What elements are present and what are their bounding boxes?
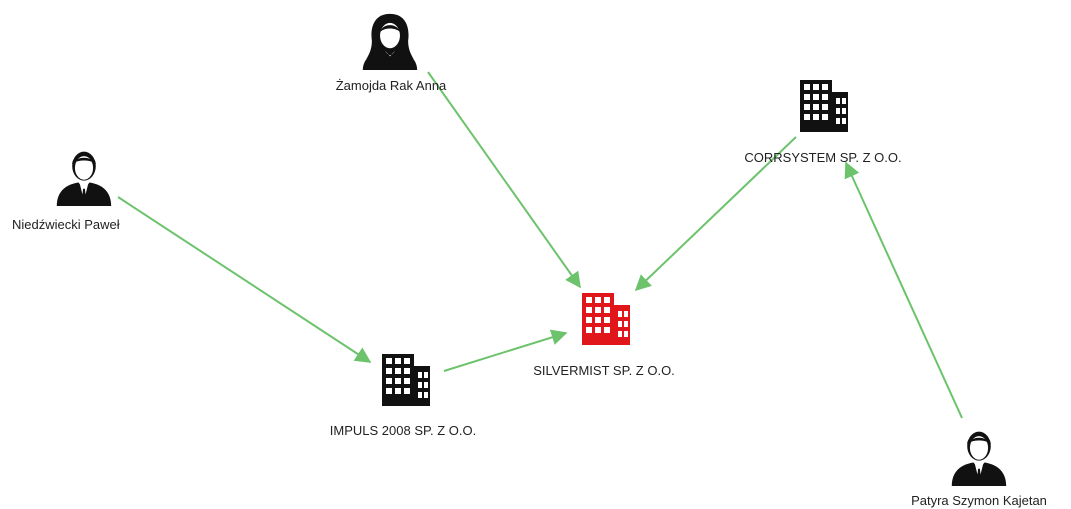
building-icon[interactable]	[800, 80, 848, 132]
edge-zamojda-to-silvermist	[427, 71, 581, 289]
node-label-zamojda[interactable]: Żamojda Rak Anna	[335, 78, 447, 93]
person-male-icon[interactable]	[951, 431, 1007, 486]
node-label-silvermist[interactable]: SILVERMIST SP. Z O.O.	[533, 363, 675, 378]
node-label-patyra[interactable]: Patyra Szymon Kajetan	[911, 493, 1047, 508]
building-icon[interactable]	[582, 293, 630, 345]
node-label-impuls[interactable]: IMPULS 2008 SP. Z O.O.	[329, 423, 477, 438]
person-female-icon[interactable]	[362, 13, 418, 70]
building-icon[interactable]	[382, 354, 430, 406]
person-male-icon[interactable]	[56, 151, 112, 206]
edge-impuls-to-silvermist	[443, 329, 568, 372]
node-label-corrsystem[interactable]: CORRSYSTEM SP. Z O.O.	[744, 150, 902, 165]
edge-corrsystem-to-silvermist	[634, 136, 797, 292]
node-label-niedzwiecki[interactable]: Niedźwiecki Paweł	[12, 217, 120, 232]
edge-patyra-to-corrsystem	[844, 161, 963, 419]
edge-niedzwiecki-to-impuls	[117, 196, 372, 363]
